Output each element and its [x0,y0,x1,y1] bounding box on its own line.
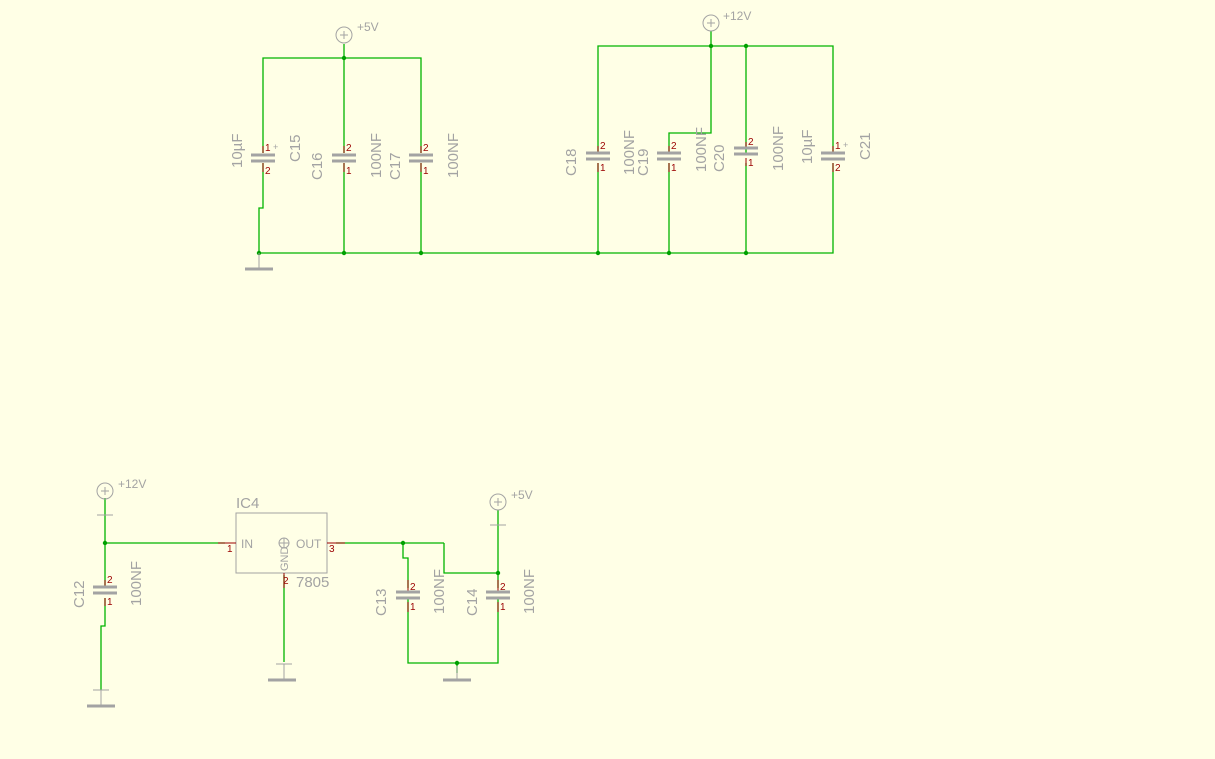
polarity-mark: + [843,140,848,150]
regulator-junctions [102,540,501,666]
regulator-ic4[interactable]: IC4 IN OUT GND 7805 1 3 2 [218,495,345,591]
capacitor-c18[interactable]: 2 1 C18 100NF [563,130,638,176]
cap-value: 100NF [621,130,638,175]
capacitor-c15[interactable]: 1 + 2 10µF C15 [229,134,304,178]
cap-value: 100NF [521,569,538,614]
capacitor-c21[interactable]: 1 + 2 10µF C21 [799,130,874,175]
supply-5v-top[interactable]: +5V [335,20,379,44]
capacitor-c20[interactable]: 2 1 C20 100NF [711,126,787,172]
pin-number: 2 [423,143,429,154]
pin-out-label: OUT [296,537,322,551]
supply-label: +5V [357,20,379,34]
capacitor-c14[interactable]: 2 1 C14 100NF [464,569,538,616]
junction-dot [102,540,108,546]
pin-in-label: IN [241,537,253,551]
cap-name: C17 [387,152,404,180]
cap-name: C12 [71,580,88,608]
capacitor-c13[interactable]: 2 1 C13 100NF [373,569,448,616]
pin-number: 1 [346,166,352,177]
pin-number: 2 [107,575,113,586]
cap-value: 100NF [431,569,448,614]
cap-value: 100NF [368,133,385,178]
junction-dot [418,250,424,256]
capacitor-c17[interactable]: 2 1 C17 100NF [387,133,462,180]
pin-number: 2 [410,582,416,593]
supply-symbol-icon [702,14,720,32]
supply-12v-regulator[interactable]: +12V [96,477,146,516]
pin-number: 1 [671,163,677,174]
cap-value: 100NF [445,133,462,178]
pin-number: 1 [500,602,506,613]
ground-symbol-c12[interactable] [87,689,115,708]
pin-number: 3 [329,544,335,555]
cap-name: C19 [635,148,652,176]
junction-dot [743,43,749,49]
polarity-mark: + [273,142,278,152]
pin-number: 2 [346,143,352,154]
junction-dot [341,250,347,256]
top-junctions [256,43,749,256]
junction-dot [708,43,714,49]
ground-symbol-ic4[interactable] [268,663,296,682]
cap-value: 10µF [799,130,816,165]
pin-number: 2 [835,163,841,174]
capacitor-c19[interactable]: 2 1 C19 100NF [635,127,710,176]
cap-name: C15 [287,134,304,162]
supply-12v-top[interactable]: +12V [702,9,751,32]
cap-value: 100NF [128,561,145,606]
regulator-name: IC4 [236,495,259,512]
pin-number: 1 [748,158,754,169]
supply-label: +12V [723,9,751,23]
supply-5v-regulator[interactable]: +5V [489,488,533,526]
pin-number: 2 [671,141,677,152]
supply-symbol-icon [489,493,507,511]
pin-gnd-label: GND [279,547,291,572]
pin-number: 1 [107,597,113,608]
cap-name: C20 [711,144,728,172]
pin-number: 1 [835,141,841,152]
cap-name: C18 [563,148,580,176]
top-wires [258,31,834,254]
cap-name: C16 [309,152,326,180]
regulator-value: 7805 [296,574,329,591]
supply-label: +5V [511,488,533,502]
pin-number: 1 [600,163,606,174]
cap-value: 10µF [229,134,246,169]
capacitor-c12[interactable]: 2 1 C12 100NF [71,561,145,608]
ground-symbol-top[interactable] [245,253,273,271]
pin-number: 2 [748,137,754,148]
pin-number: 1 [265,143,271,154]
junction-dot [454,660,460,666]
pin-number: 1 [227,544,233,555]
cap-value: 100NF [770,126,787,171]
junction-dot [595,250,601,256]
junction-dot [666,250,672,256]
pin-number: 2 [600,141,606,152]
capacitor-c16[interactable]: 2 1 C16 100NF [309,133,385,180]
junction-dot [400,540,406,546]
pin-number: 1 [423,166,429,177]
cap-value: 100NF [693,127,710,172]
junction-dot [341,55,347,61]
pin-number: 1 [410,602,416,613]
supply-symbol-icon [335,26,353,44]
supply-label: +12V [118,477,146,491]
ground-symbol-c13-c14[interactable] [443,666,471,682]
pin-number: 2 [500,582,506,593]
junction-dot [743,250,749,256]
pin-number: 2 [283,576,289,587]
cap-name: C21 [857,132,874,160]
cap-name: C13 [373,588,390,616]
supply-symbol-icon [96,482,114,500]
pin-number: 2 [265,166,271,177]
junction-dot [495,570,501,576]
cap-name: C14 [464,588,481,616]
